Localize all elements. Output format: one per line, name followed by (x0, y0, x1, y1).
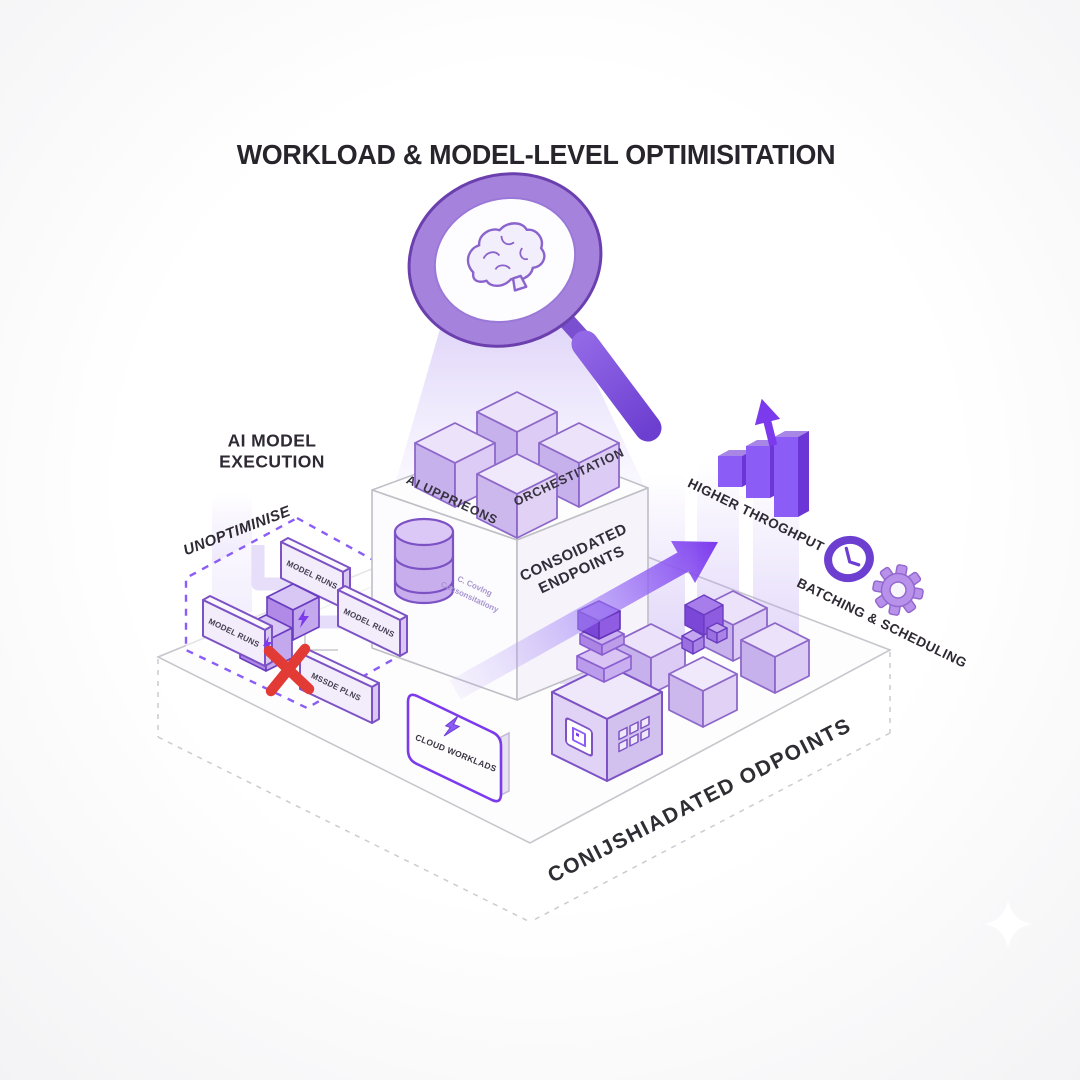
platform-base-edges (157, 652, 891, 923)
magnifier-icon (407, 172, 662, 442)
ai-model-execution-label: AI MODEL EXECUTION (219, 430, 325, 471)
ai-model-execution-line2: EXECUTION (219, 451, 325, 471)
diagram-title: WORKLOAD & MODEL-LEVEL OPTIMISITATION (236, 139, 836, 170)
brain-icon (466, 222, 546, 292)
lightning-icon (443, 715, 461, 737)
red-x-icon (263, 643, 315, 697)
ai-model-execution-line1: AI MODEL (227, 430, 317, 451)
database-icon (393, 517, 455, 605)
gear-icon (872, 564, 924, 616)
chip-icon (565, 717, 593, 757)
growth-arrow-icon (449, 541, 718, 700)
up-arrow-icon (754, 398, 781, 447)
server-ports (618, 715, 650, 753)
clock-icon (824, 535, 874, 583)
model-run-plate (299, 648, 380, 724)
bar-chart-icon (718, 398, 809, 517)
sparkle-icon (984, 900, 1032, 948)
mini-cubes (681, 594, 728, 655)
model-run-plate (337, 585, 408, 657)
cloud-workloads-plate (406, 693, 510, 803)
pedestal-cubes (414, 391, 620, 539)
